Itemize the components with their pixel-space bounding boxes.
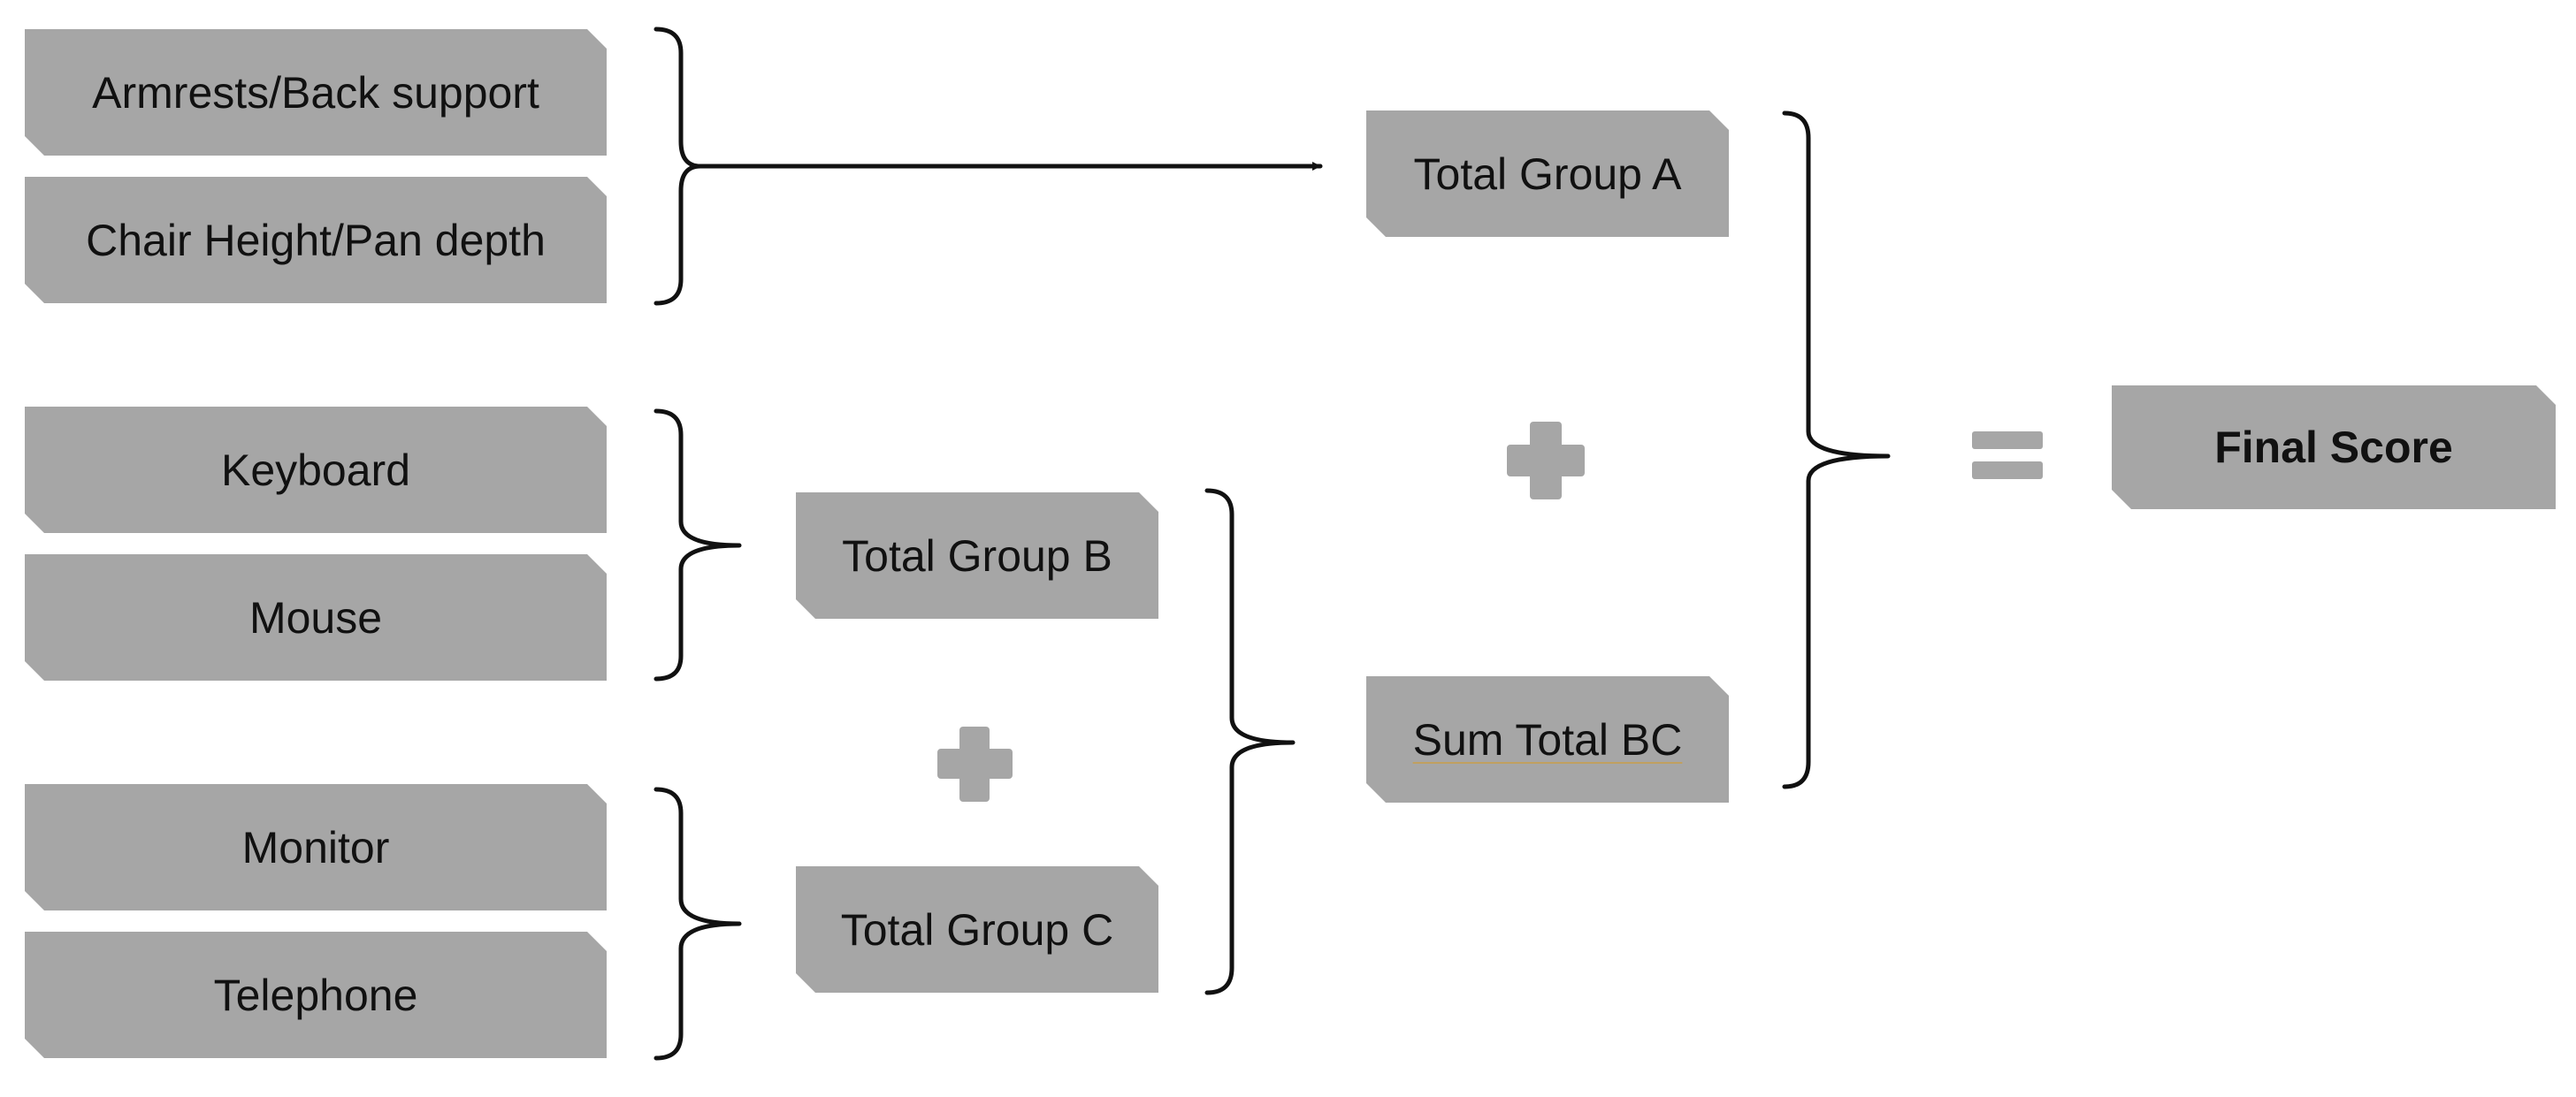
box-shape — [25, 554, 607, 681]
box-shape — [1366, 110, 1729, 237]
group-label: Total Group A — [1413, 149, 1682, 199]
input-label: Armrests/Back support — [92, 67, 539, 118]
brace-group-c — [654, 787, 742, 1061]
brace-sum-bc — [1204, 488, 1296, 995]
group-label: Total Group C — [840, 904, 1114, 955]
brace-group-b — [654, 408, 742, 682]
sum-total-bc: Sum Total BC — [1366, 676, 1729, 803]
group-a-total: Total Group A — [1366, 110, 1729, 237]
box-shape — [25, 29, 607, 156]
input-mouse: Mouse — [25, 554, 607, 681]
brace-group-a — [654, 27, 703, 306]
box-shape — [25, 784, 607, 910]
group-c-total: Total Group C — [796, 866, 1158, 993]
box-shape — [25, 177, 607, 303]
input-label: Monitor — [241, 822, 390, 872]
brace-final — [1782, 110, 1891, 789]
input-label: Telephone — [213, 970, 418, 1020]
box-shape — [2112, 385, 2556, 509]
box-shape — [25, 932, 607, 1058]
box-shape — [1366, 676, 1729, 803]
input-keyboard: Keyboard — [25, 407, 607, 533]
box-shape — [796, 866, 1158, 993]
group-b-total: Total Group B — [796, 492, 1158, 619]
final-score-label: Final Score — [2214, 423, 2453, 472]
input-label: Chair Height/Pan depth — [86, 215, 546, 265]
input-label: Mouse — [248, 592, 383, 643]
box-shape — [796, 492, 1158, 619]
input-chair-height-pan-depth: Chair Height/Pan depth — [25, 177, 607, 303]
input-label: Keyboard — [220, 445, 411, 495]
plus-icon-a-bc — [1507, 422, 1585, 499]
group-label: Sum Total BC — [1412, 714, 1683, 765]
final-score: Final Score — [2112, 385, 2556, 509]
input-monitor: Monitor — [25, 784, 607, 910]
equals-icon — [1972, 431, 2043, 479]
input-armrests-back-support: Armrests/Back support — [25, 29, 607, 156]
plus-icon-bc — [937, 727, 1013, 802]
box-shape — [25, 407, 607, 533]
group-label: Total Group B — [842, 530, 1112, 581]
input-telephone: Telephone — [25, 932, 607, 1058]
